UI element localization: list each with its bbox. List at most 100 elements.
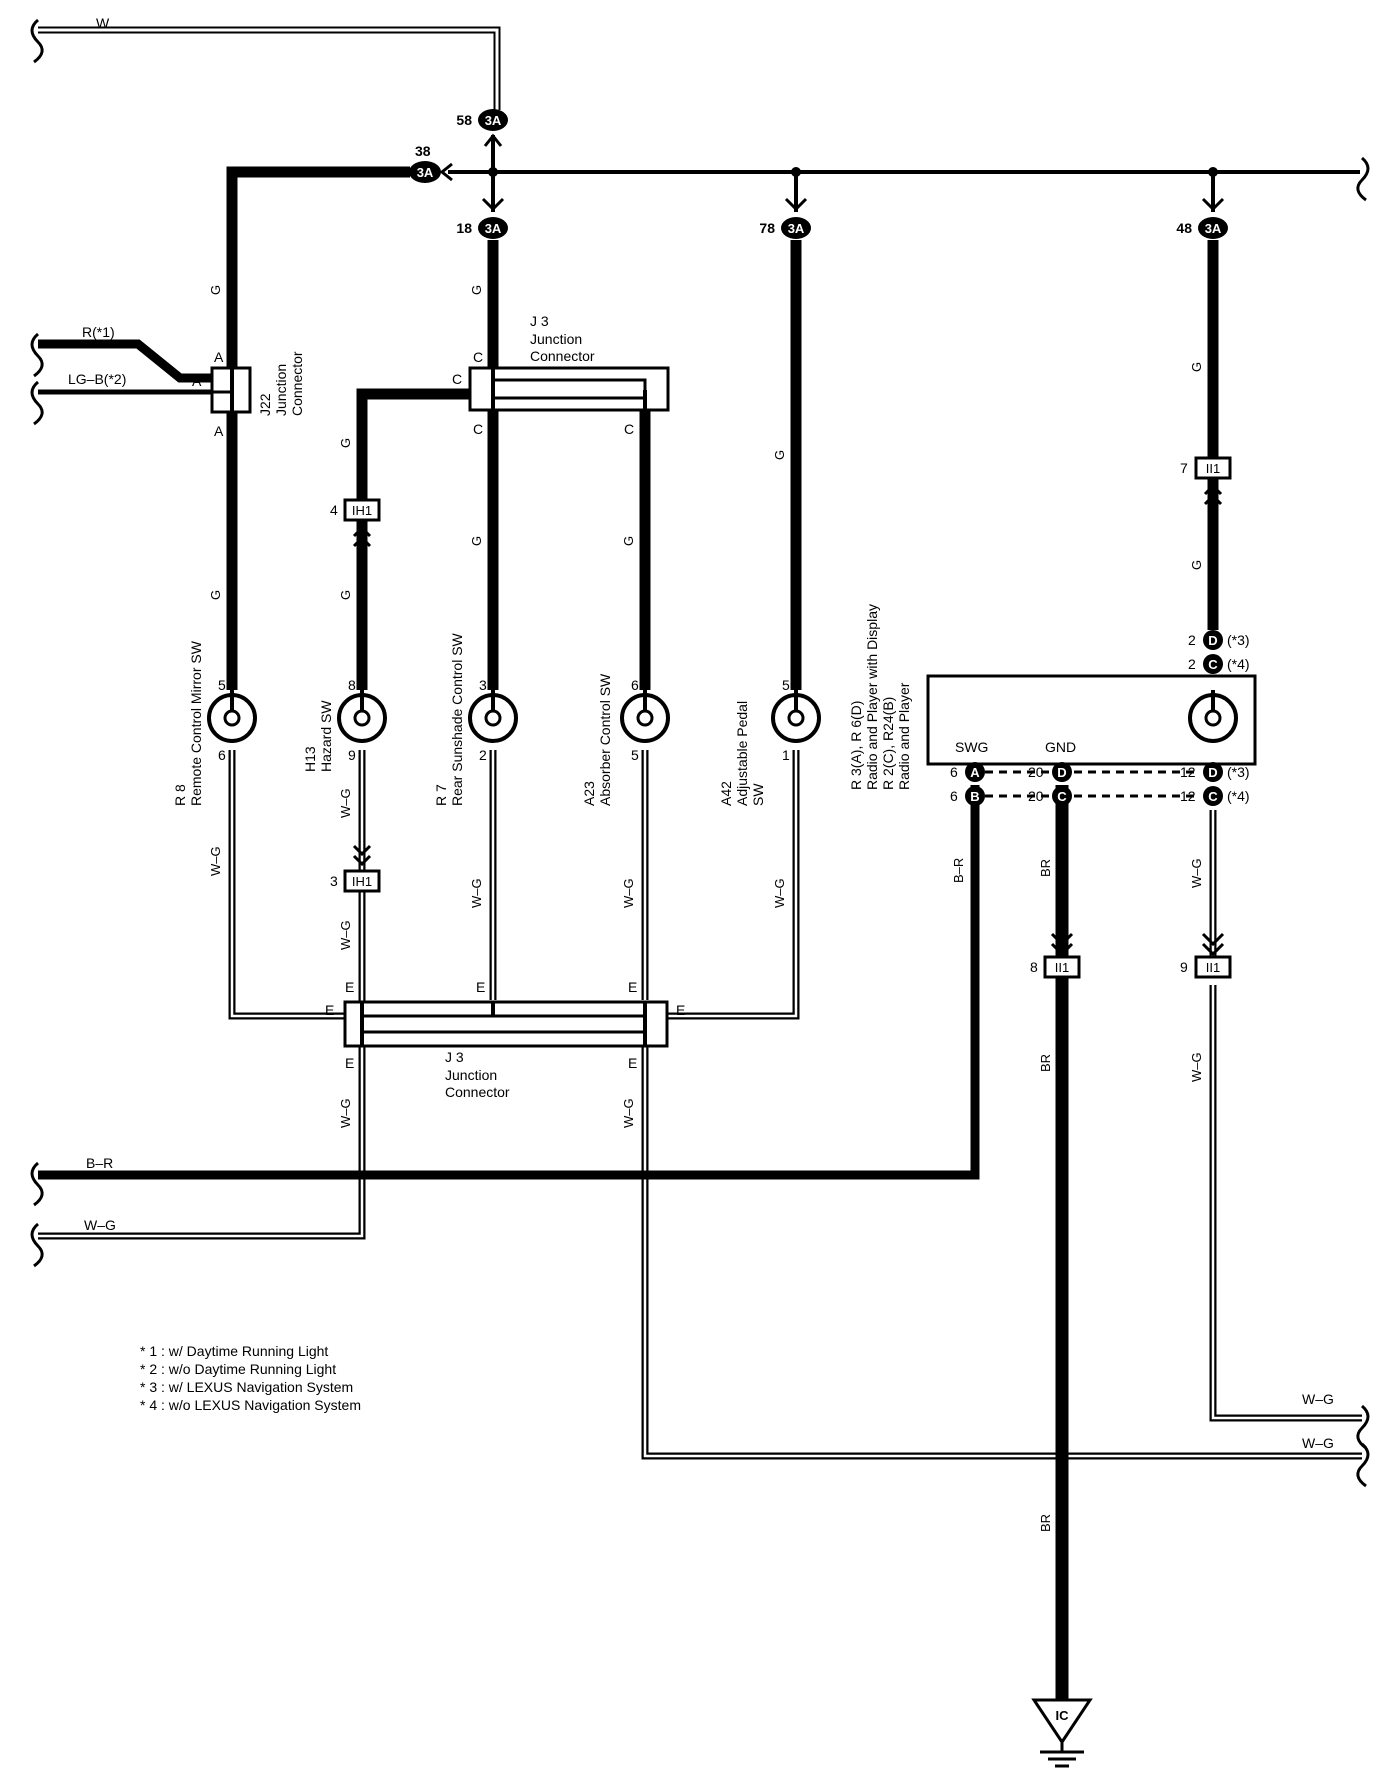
pin-8: 8 bbox=[1030, 959, 1038, 975]
h13-name: Hazard SW bbox=[318, 700, 334, 772]
a23-name: Absorber Control SW bbox=[597, 673, 613, 806]
pin-5: 5 bbox=[782, 677, 790, 693]
conn-3a-78: 3A 78 bbox=[759, 197, 811, 239]
label-br: BR bbox=[1038, 1514, 1053, 1532]
pin-6: 6 bbox=[950, 788, 958, 804]
pin-48: 48 bbox=[1176, 220, 1192, 236]
r8-code: R 8 bbox=[172, 784, 188, 806]
radio-unit: SWG GND bbox=[926, 674, 1257, 766]
label-g: G bbox=[338, 438, 353, 448]
bulb-a23: 6 5 bbox=[620, 677, 670, 763]
pin-12: 12 bbox=[1180, 788, 1196, 804]
pin-a-top: A bbox=[214, 349, 224, 365]
radio-line2: Radio and Player with Display bbox=[864, 604, 880, 790]
variant-4: (*4) bbox=[1227, 656, 1250, 672]
pin-c: C bbox=[1208, 657, 1218, 672]
j3-junction-bottom: E E E E E E E J 3 Junction Connector bbox=[325, 979, 685, 1100]
j22-name1: Junction bbox=[273, 364, 289, 416]
bulb-a42: 5 1 bbox=[771, 677, 821, 763]
conn-3a-58: 3A 58 bbox=[456, 109, 508, 147]
pin-8: 8 bbox=[348, 677, 356, 693]
h13-code: H13 bbox=[302, 746, 318, 772]
pin-c: C bbox=[1208, 789, 1218, 804]
label-w: W bbox=[96, 15, 110, 31]
ii1-label: II1 bbox=[1206, 960, 1220, 975]
label-g: G bbox=[338, 590, 353, 600]
bulbs: 5 6 8 9 3 2 6 5 5 1 bbox=[207, 677, 821, 763]
break-marks bbox=[30, 18, 1370, 1488]
pin-d: D bbox=[1057, 765, 1066, 780]
pin-6: 6 bbox=[950, 764, 958, 780]
pin-6: 6 bbox=[631, 677, 639, 693]
pin-2: 2 bbox=[1188, 656, 1196, 672]
j22-code: J22 bbox=[257, 393, 273, 416]
label-wg: W–G bbox=[338, 788, 353, 818]
pin-2: 2 bbox=[479, 747, 487, 763]
label-wg: W–G bbox=[469, 878, 484, 908]
label-wg: W–G bbox=[621, 878, 636, 908]
pin-c-top: C bbox=[473, 349, 483, 365]
label-wg: W–G bbox=[1302, 1435, 1334, 1451]
pin-d: D bbox=[1208, 633, 1217, 648]
footnotes: * 1 : w/ Daytime Running Light * 2 : w/o… bbox=[140, 1343, 361, 1413]
ground-label: IC bbox=[1056, 1708, 1070, 1723]
conn-3a-label: 3A bbox=[485, 113, 502, 128]
label-br: BR bbox=[1038, 859, 1053, 877]
radio-line4: Radio and Player bbox=[896, 682, 912, 790]
label-wg: W–G bbox=[772, 878, 787, 908]
j22-junction-connector: A A A J22 Junction Connector bbox=[192, 349, 305, 439]
label-g: G bbox=[621, 536, 636, 546]
component-labels: R 8 Remote Control Mirror SW H13 Hazard … bbox=[172, 604, 912, 806]
ih1-label: IH1 bbox=[352, 874, 372, 889]
a42-name1: Adjustable Pedal bbox=[734, 701, 750, 806]
label-g: G bbox=[1189, 362, 1204, 372]
pin-3: 3 bbox=[479, 677, 487, 693]
j3b-name2: Connector bbox=[445, 1084, 510, 1100]
pin-9: 9 bbox=[348, 747, 356, 763]
note-4: * 4 : w/o LEXUS Navigation System bbox=[140, 1397, 361, 1413]
pin-e: E bbox=[476, 979, 485, 995]
j3b-name1: Junction bbox=[445, 1067, 497, 1083]
radio-pins-top: D 2 (*3) C 2 (*4) bbox=[1188, 630, 1250, 674]
pin-20: 20 bbox=[1028, 788, 1044, 804]
wire-labels: W R(*1) LG–B(*2) B–R W–G W–G W–G G G G G… bbox=[68, 15, 1334, 1532]
bulb-r8: 5 6 bbox=[207, 677, 257, 763]
pin-a: A bbox=[970, 765, 980, 780]
conn-3a-48: 3A 48 bbox=[1176, 197, 1228, 239]
note-1: * 1 : w/ Daytime Running Light bbox=[140, 1343, 328, 1359]
pin-4: 4 bbox=[330, 502, 338, 518]
label-wg: W–G bbox=[208, 846, 223, 876]
ii1-label: II1 bbox=[1055, 960, 1069, 975]
pin-c-left: C bbox=[452, 371, 462, 387]
pin-c: C bbox=[1057, 789, 1067, 804]
pin-e: E bbox=[628, 979, 637, 995]
conn-ih1-4: IH1 4 bbox=[330, 498, 381, 548]
pin-e: E bbox=[345, 1055, 354, 1071]
pin-9: 9 bbox=[1180, 959, 1188, 975]
j3-code: J 3 bbox=[530, 313, 549, 329]
swg-label: SWG bbox=[955, 739, 988, 755]
label-wg: W–G bbox=[1189, 858, 1204, 888]
note-2: * 2 : w/o Daytime Running Light bbox=[140, 1361, 336, 1377]
label-g: G bbox=[1189, 560, 1204, 570]
a23-code: A23 bbox=[581, 781, 597, 806]
pin-78: 78 bbox=[759, 220, 775, 236]
pin-3: 3 bbox=[330, 873, 338, 889]
pin-5: 5 bbox=[631, 747, 639, 763]
j3-name1: Junction bbox=[530, 331, 582, 347]
conn-3a-38: 3A 38 bbox=[409, 143, 453, 183]
label-g: G bbox=[772, 450, 787, 460]
pin-18: 18 bbox=[456, 220, 472, 236]
bulb-h13: 8 9 bbox=[337, 677, 387, 763]
wire-w-outer bbox=[38, 26, 501, 110]
label-g: G bbox=[469, 536, 484, 546]
label-br: B–R bbox=[951, 858, 966, 883]
wire-w-inner bbox=[38, 28, 499, 110]
pin-20: 20 bbox=[1028, 764, 1044, 780]
j3b-code: J 3 bbox=[445, 1049, 464, 1065]
conn-3a-label: 3A bbox=[485, 221, 502, 236]
ground-ic: IC bbox=[1031, 1698, 1093, 1768]
label-r1: R(*1) bbox=[82, 324, 115, 340]
wires bbox=[38, 26, 1362, 1702]
